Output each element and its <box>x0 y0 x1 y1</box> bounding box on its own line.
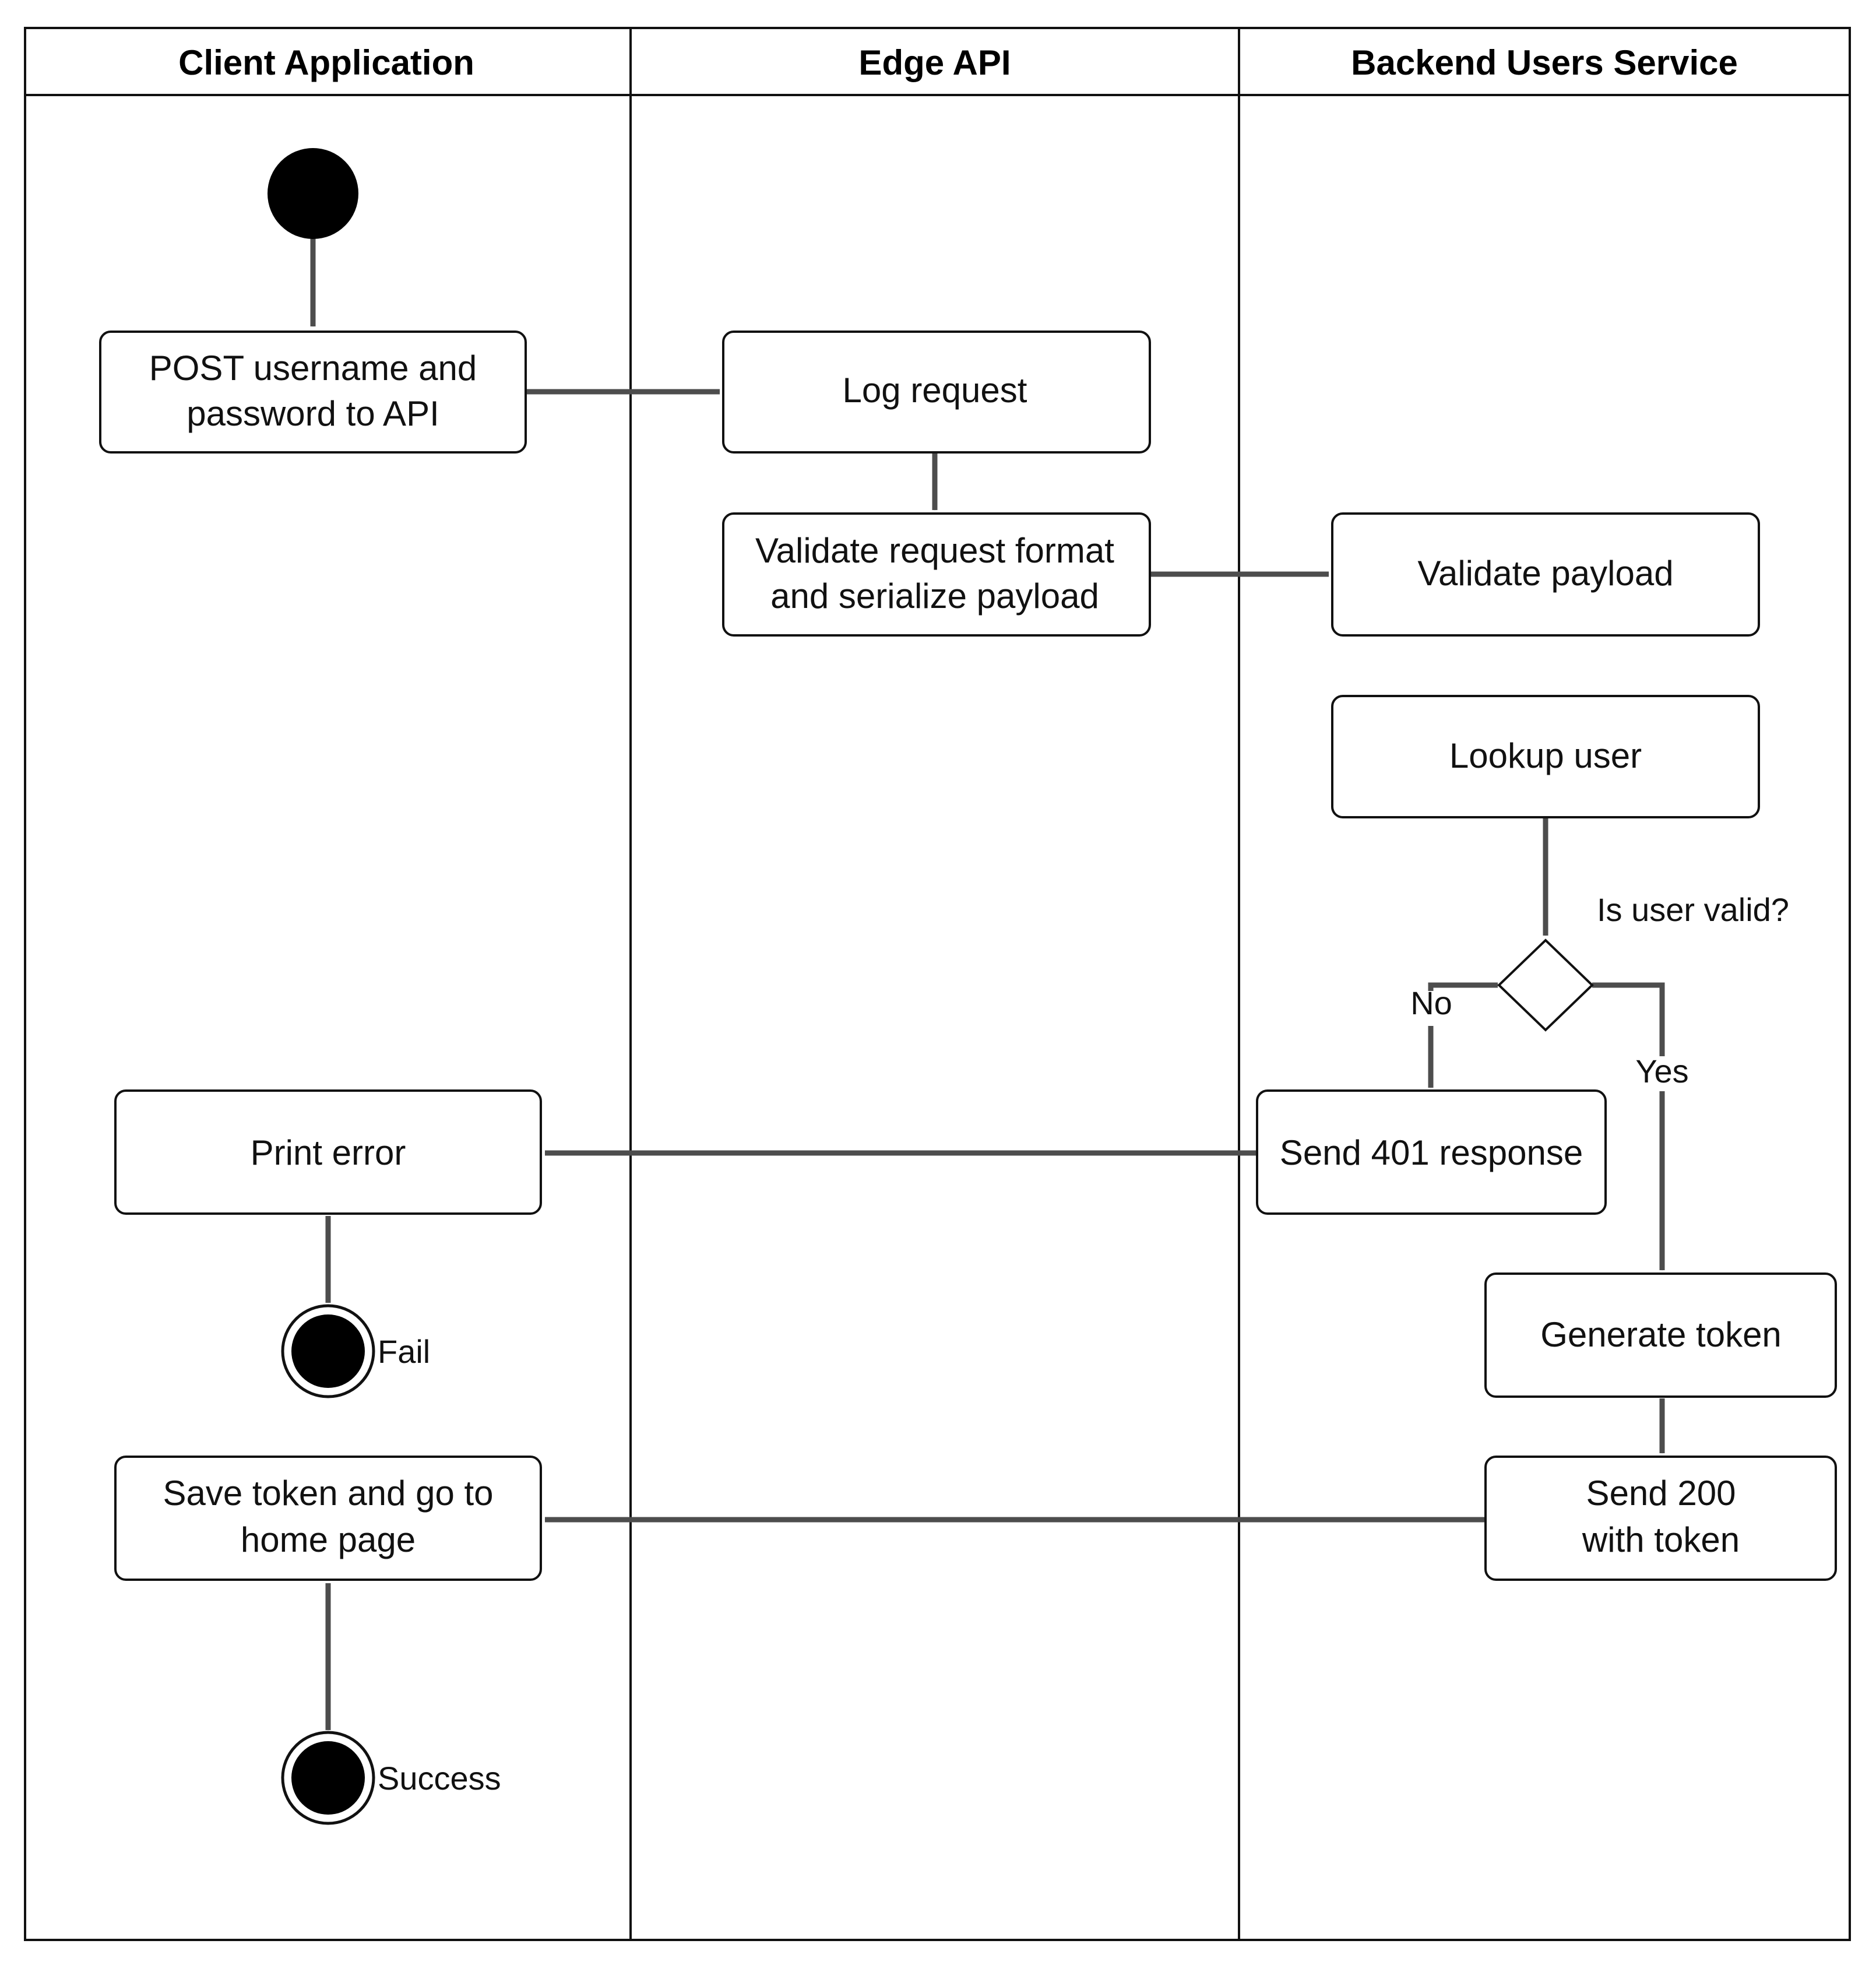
activity-lookup-user: Lookup user <box>1331 695 1760 818</box>
branch-label-bg-yes <box>1632 1056 1692 1091</box>
activity-validate-payload: Validate payload <box>1331 512 1760 637</box>
edges <box>310 238 1665 1731</box>
end-node-core <box>291 1314 365 1388</box>
activity-box <box>1331 512 1760 637</box>
activity-log-request: Log request <box>722 331 1151 454</box>
activity-label-line: Save token and go to <box>163 1474 493 1513</box>
lane-title-edge: Edge API <box>858 43 1011 82</box>
branch-label-no: No <box>1410 985 1452 1021</box>
end-node-fail <box>281 1304 375 1398</box>
activity-send-401: Send 401 response <box>1256 1089 1607 1215</box>
activity-label-line: Log request <box>843 371 1027 410</box>
end-label-success: Success <box>378 1760 501 1797</box>
decision-question: Is user valid? <box>1597 891 1789 928</box>
decision-diamond <box>1497 938 1594 1032</box>
activity-label-line: and serialize payload <box>770 577 1099 616</box>
activity-post-credentials: POST username and password to API <box>99 331 527 454</box>
activity-label-line: with token <box>1582 1520 1740 1559</box>
activity-box <box>114 1089 542 1215</box>
end-node-core <box>291 1741 365 1815</box>
branch-label-bg-no <box>1409 991 1453 1026</box>
activity-box <box>1484 1456 1837 1581</box>
edge-decision-yes <box>1592 982 1665 1271</box>
activity-box <box>722 331 1151 454</box>
activity-label-line: Send 401 response <box>1280 1133 1583 1172</box>
end-node-success <box>281 1731 375 1825</box>
activity-validate-request: Validate request format and serialize pa… <box>722 512 1151 637</box>
branch-label-yes: Yes <box>1635 1053 1688 1089</box>
activity-box <box>1256 1089 1607 1215</box>
activity-send-200: Send 200 with token <box>1484 1456 1837 1581</box>
activity-label-line: POST username and <box>149 349 477 388</box>
edge-decision-no <box>1428 982 1498 1088</box>
activity-label-line: Validate payload <box>1417 554 1673 593</box>
activity-box <box>722 512 1151 637</box>
start-node <box>268 148 358 239</box>
activity-box <box>1484 1272 1837 1398</box>
activity-label-line: password to API <box>186 394 439 433</box>
activity-generate-token: Generate token <box>1484 1272 1837 1398</box>
lane-title-client: Client Application <box>178 43 474 82</box>
activity-label-line: Send 200 <box>1586 1474 1736 1513</box>
activity-label-line: home page <box>241 1520 416 1559</box>
activity-box <box>114 1456 542 1581</box>
activity-box <box>1331 695 1760 818</box>
activity-label-line: Validate request format <box>755 531 1114 570</box>
end-label-fail: Fail <box>378 1333 430 1370</box>
activity-save-token: Save token and go to home page <box>114 1456 542 1581</box>
activity-label-line: Lookup user <box>1449 736 1642 775</box>
activity-label-line: Print error <box>251 1133 406 1172</box>
activity-print-error: Print error <box>114 1089 542 1215</box>
activity-box <box>99 331 527 454</box>
lane-title-backend: Backend Users Service <box>1351 43 1738 82</box>
activity-label-line: Generate token <box>1540 1315 1782 1354</box>
